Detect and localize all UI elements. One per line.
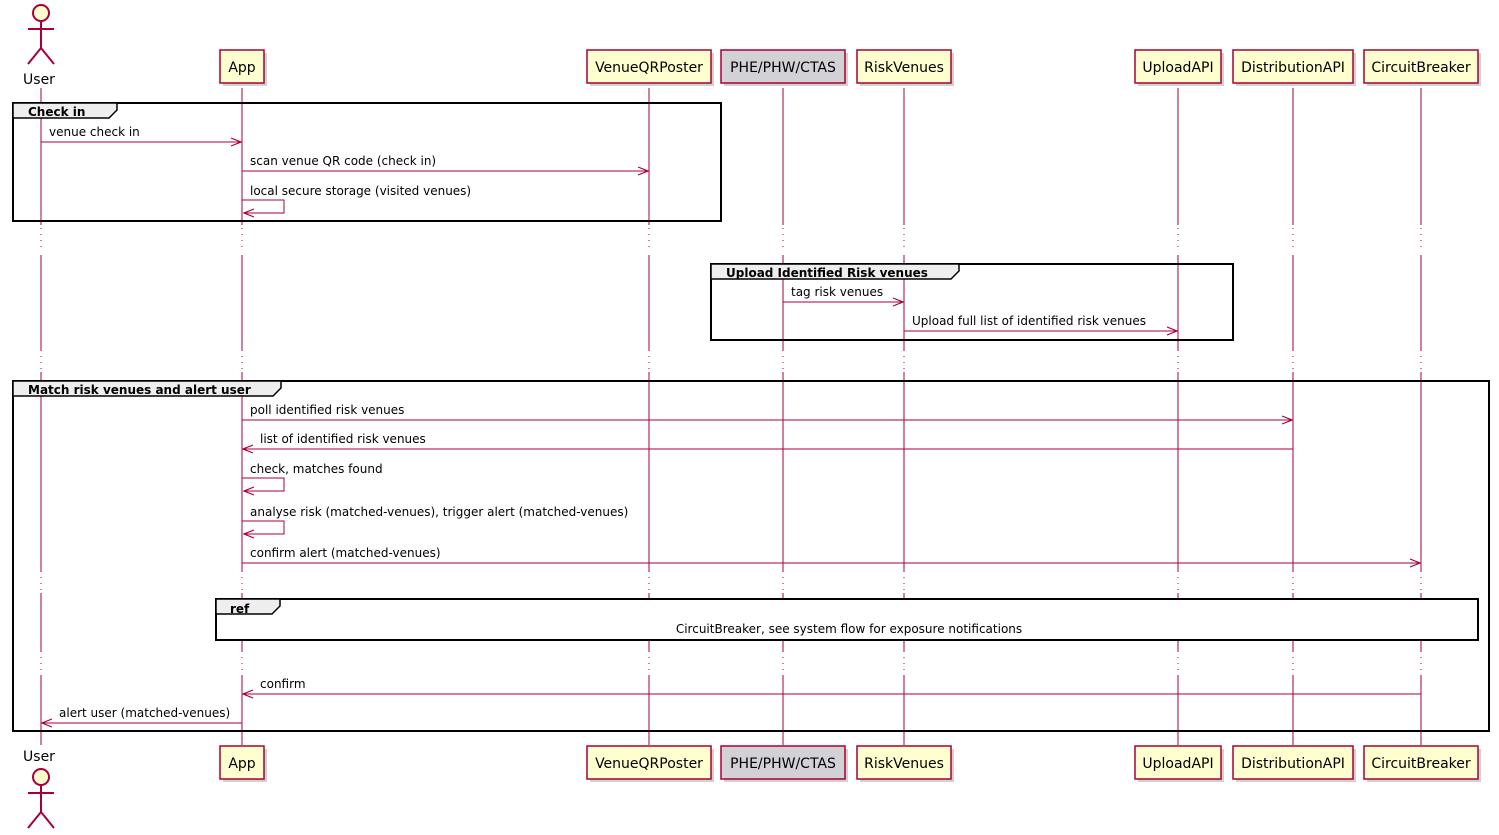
actor-head xyxy=(32,4,50,22)
ref-title: ref xyxy=(230,602,250,616)
message-7-label: check, matches found xyxy=(250,462,383,476)
group-title: Match risk venues and alert user xyxy=(28,383,251,397)
message-3-label: tag risk venues xyxy=(791,285,883,299)
participant-venueqr-label-top: VenueQRPoster xyxy=(595,60,703,76)
participant-app-box-bottom xyxy=(219,745,265,780)
participant-circuit-label-bottom: CircuitBreaker xyxy=(1371,756,1471,772)
participant-distapi-box-top xyxy=(1232,49,1354,84)
message-11-label: alert user (matched-venues) xyxy=(59,706,230,720)
participant-phe-box-top xyxy=(720,49,846,84)
group-frame-tab xyxy=(710,263,960,280)
ref-frame xyxy=(215,598,1479,641)
participant-riskvenues-label-top: RiskVenues xyxy=(864,60,944,76)
message-8-arrow xyxy=(242,520,285,534)
actor-leg-left xyxy=(27,811,42,829)
group-frame xyxy=(12,380,1490,732)
participant-riskvenues-label-bottom: RiskVenues xyxy=(864,756,944,772)
participant-user-label-bottom: User xyxy=(23,749,55,765)
actor-leg-right xyxy=(40,811,55,829)
group-frame xyxy=(710,263,1234,341)
participant-app-label-bottom: App xyxy=(228,756,255,772)
participant-riskvenues-box-bottom xyxy=(856,745,952,780)
participant-user-bottom xyxy=(27,768,55,829)
group-title: Check in xyxy=(28,105,85,119)
participant-uploadapi-box-top xyxy=(1134,49,1222,84)
message-0-label: venue check in xyxy=(49,125,140,139)
participant-app-box-top xyxy=(219,49,265,84)
participant-uploadapi-label-top: UploadAPI xyxy=(1142,60,1213,76)
message-4-label: Upload full list of identified risk venu… xyxy=(912,314,1146,328)
participant-circuit-box-bottom xyxy=(1363,745,1479,780)
participant-phe-label-bottom: PHE/PHW/CTAS xyxy=(730,756,836,772)
message-2-label: local secure storage (visited venues) xyxy=(250,184,471,198)
message-6-label: list of identified risk venues xyxy=(260,432,426,446)
participant-uploadapi-label-bottom: UploadAPI xyxy=(1142,756,1213,772)
message-1-label: scan venue QR code (check in) xyxy=(250,154,436,168)
participant-venueqr-label-bottom: VenueQRPoster xyxy=(595,756,703,772)
group-frame-tab xyxy=(12,380,282,397)
participant-riskvenues-box-top xyxy=(856,49,952,84)
participant-user-top xyxy=(27,4,55,65)
ref-text: CircuitBreaker, see system flow for expo… xyxy=(676,622,1022,636)
message-2-arrow xyxy=(242,199,285,213)
participant-distapi-label-bottom: DistributionAPI xyxy=(1241,756,1345,772)
participant-venueqr-box-top xyxy=(586,49,712,84)
participant-user-label-top: User xyxy=(23,72,55,88)
actor-head xyxy=(32,768,50,786)
participant-distapi-box-bottom xyxy=(1232,745,1354,780)
participant-circuit-box-top xyxy=(1363,49,1479,84)
participant-venueqr-box-bottom xyxy=(586,745,712,780)
participant-phe-label-top: PHE/PHW/CTAS xyxy=(730,60,836,76)
ref-frame-tab xyxy=(215,598,281,615)
message-5-label: poll identified risk venues xyxy=(250,403,404,417)
participant-uploadapi-box-bottom xyxy=(1134,745,1222,780)
message-9-label: confirm alert (matched-venues) xyxy=(250,546,441,560)
actor-leg-right xyxy=(40,47,55,65)
group-frame-tab xyxy=(12,102,118,119)
message-7-arrow xyxy=(242,477,285,491)
participant-phe-box-bottom xyxy=(720,745,846,780)
participant-app-label-top: App xyxy=(228,60,255,76)
participant-circuit-label-top: CircuitBreaker xyxy=(1371,60,1471,76)
message-8-label: analyse risk (matched-venues), trigger a… xyxy=(250,505,628,519)
message-10-label: confirm xyxy=(260,677,306,691)
group-frame xyxy=(12,102,722,222)
participant-distapi-label-top: DistributionAPI xyxy=(1241,60,1345,76)
group-title: Upload Identified Risk venues xyxy=(726,266,928,280)
actor-leg-left xyxy=(27,47,42,65)
